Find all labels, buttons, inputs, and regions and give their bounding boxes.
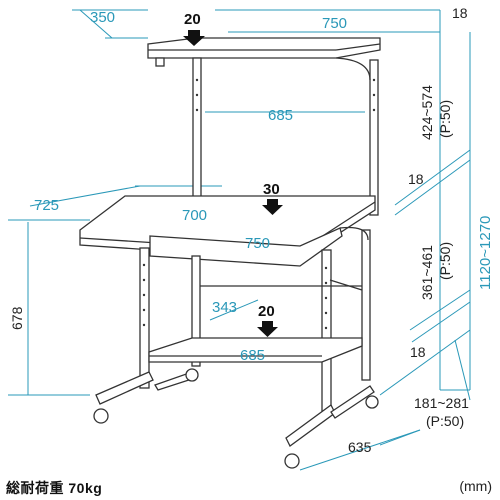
arrow-down-icon — [262, 199, 283, 215]
dim-main-inner-depth: 700 — [182, 207, 207, 224]
caster-wheel — [284, 453, 300, 469]
dim-main-depth: 725 — [34, 197, 59, 214]
dim-top-thickness: 18 — [452, 5, 468, 21]
dim-top-width: 750 — [322, 15, 347, 32]
load-arrows — [183, 30, 283, 337]
dim-overall-height: 1120~1270 — [477, 216, 494, 290]
unit-label: (mm) — [459, 478, 492, 494]
dim-mid-height-range: 361~461 — [419, 245, 435, 300]
dim-bottom-thickness: 18 — [410, 344, 426, 360]
top-shelf — [147, 37, 381, 59]
dim-bottom-height-range: 181~281 — [414, 395, 469, 411]
dim-top-inner-width: 685 — [268, 107, 293, 124]
dim-top-height-range: 424~574 — [419, 85, 435, 140]
bottom-shelf-load: 20 — [258, 303, 275, 320]
arrow-down-icon — [257, 321, 278, 337]
dim-top-depth: 350 — [90, 9, 115, 26]
dim-base-depth: 635 — [348, 439, 372, 455]
top-shelf-load: 20 — [184, 11, 201, 28]
caster-wheel — [93, 408, 109, 424]
desk-frame — [79, 37, 381, 469]
arrow-down-icon — [183, 30, 205, 46]
dim-bottom-width: 685 — [240, 347, 265, 364]
dim-main-thickness: 18 — [408, 171, 424, 187]
dim-main-height: 678 — [9, 306, 25, 330]
dim-bottom-pitch: (P:50) — [426, 413, 464, 429]
caster-wheel — [185, 368, 199, 382]
main-shelf-load: 30 — [263, 181, 280, 198]
total-load-caption: 総耐荷重 70kg — [6, 480, 103, 496]
dim-main-width: 750 — [245, 235, 270, 252]
dim-mid-pitch: (P:50) — [437, 242, 453, 280]
caster-wheel — [365, 395, 379, 409]
dim-top-pitch: (P:50) — [437, 100, 453, 138]
dim-bottom-depth: 343 — [212, 299, 237, 316]
